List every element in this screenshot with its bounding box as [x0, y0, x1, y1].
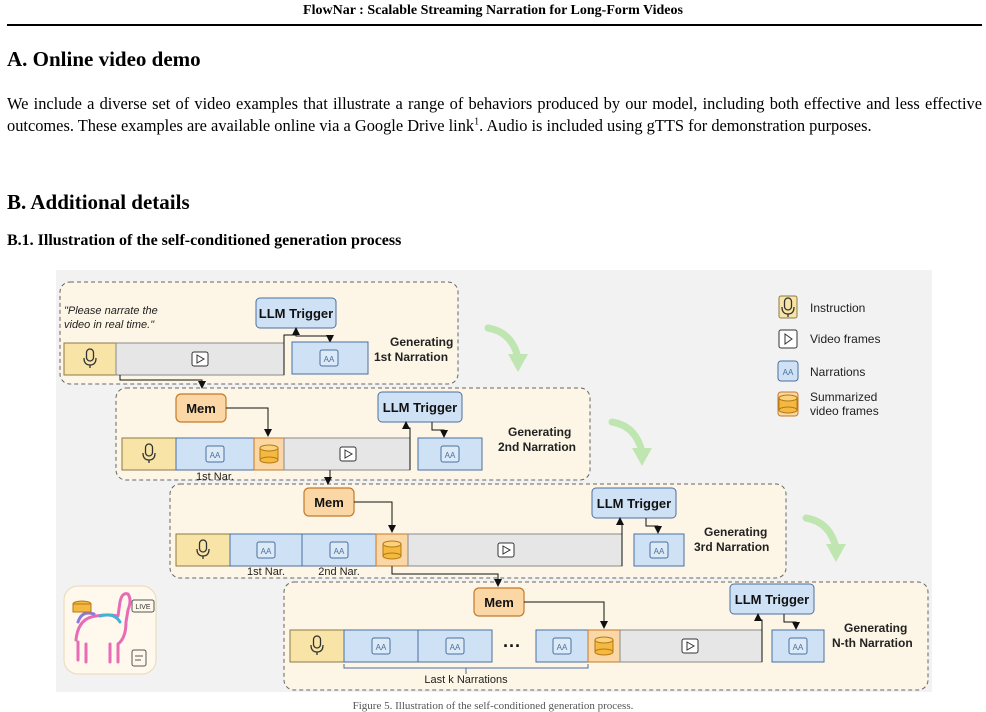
svg-text:AA: AA — [783, 368, 794, 377]
section-b1-heading: B.1. Illustration of the self-conditione… — [7, 232, 402, 249]
svg-text:AA: AA — [445, 451, 456, 460]
instruction-token — [63, 342, 117, 376]
svg-text:Generating: Generating — [508, 425, 571, 439]
llm-trigger-label: LLM Trigger — [259, 306, 333, 321]
svg-text:Generating: Generating — [704, 525, 767, 539]
stage-row-3: Mem AA AA 1st Nar. 2nd Nar. LLM Trigger … — [169, 470, 787, 579]
svg-text:Summarized: Summarized — [810, 390, 877, 404]
stage-row-1: "Please narrate the video in real time."… — [59, 281, 459, 385]
stage-row-2: Mem AA 1st Nar. LLM Trigger AA Generatin… — [115, 375, 591, 483]
section-a-paragraph: We include a diverse set of video exampl… — [7, 93, 982, 136]
svg-text:1st Nar.: 1st Nar. — [196, 471, 234, 483]
narration-1-label: 1st Narration — [374, 350, 448, 364]
svg-text:LLM Trigger: LLM Trigger — [597, 496, 671, 511]
svg-text:AA: AA — [376, 643, 387, 652]
svg-text:AA: AA — [450, 643, 461, 652]
svg-text:video frames: video frames — [810, 404, 879, 418]
last-k-label: Last k Narrations — [424, 674, 508, 686]
svg-text:AA: AA — [210, 451, 221, 460]
narration-3-label: 3rd Narration — [694, 540, 769, 554]
svg-text:LIVE: LIVE — [135, 604, 151, 611]
svg-text:Mem: Mem — [186, 401, 216, 416]
legend: Instruction Video frames AA Narrations S… — [777, 295, 880, 418]
paragraph-text: We include a diverse set of video exampl… — [7, 94, 982, 135]
svg-text:Video frames: Video frames — [810, 332, 880, 346]
svg-text:Mem: Mem — [314, 495, 344, 510]
llama-logo: LIVE — [63, 585, 157, 675]
generating-label: Generating — [390, 335, 453, 349]
svg-text:Mem: Mem — [484, 595, 514, 610]
running-header: FlowNar : Scalable Streaming Narration f… — [303, 3, 683, 18]
ellipsis: ··· — [503, 636, 521, 656]
live-camera-icon — [131, 599, 155, 613]
prompt-line-1: "Please narrate the — [64, 305, 158, 317]
svg-text:AA: AA — [334, 547, 345, 556]
svg-text:AA: AA — [654, 547, 665, 556]
prompt-line-2: video in real time." — [64, 319, 155, 331]
svg-text:1st Nar.: 1st Nar. — [247, 566, 285, 578]
svg-text:AA: AA — [261, 547, 272, 556]
figure-diagram: "Please narrate the video in real time."… — [56, 270, 932, 692]
video-frames-legend-icon — [778, 329, 798, 349]
figure-caption: Figure 5. Illustration of the self-condi… — [352, 700, 634, 712]
svg-text:Generating: Generating — [844, 621, 907, 635]
narrations-legend-icon — [777, 360, 799, 382]
svg-text:AA: AA — [324, 355, 335, 364]
svg-text:Instruction: Instruction — [810, 301, 865, 315]
paragraph-text-end: . Audio is included using gTTS for demon… — [479, 115, 872, 135]
svg-text:LLM Trigger: LLM Trigger — [735, 592, 809, 607]
svg-text:AA: AA — [557, 643, 568, 652]
svg-text:AA: AA — [793, 643, 804, 652]
stage-row-n: Mem AA AA ··· AA LLM Trigger AA Generati… — [283, 566, 929, 691]
narration-2-label: 2nd Narration — [498, 440, 576, 454]
header-rule — [7, 24, 982, 26]
section-a-heading: A. Online video demo — [7, 47, 201, 71]
footnote-mark[interactable]: 1 — [474, 116, 480, 128]
svg-text:Narrations: Narrations — [810, 365, 865, 379]
narration-n-label: N-th Narration — [832, 636, 913, 650]
svg-text:2nd Nar.: 2nd Nar. — [318, 566, 360, 578]
document-icon — [131, 649, 147, 667]
section-b-heading: B. Additional details — [7, 190, 190, 214]
svg-text:LLM Trigger: LLM Trigger — [383, 400, 457, 415]
